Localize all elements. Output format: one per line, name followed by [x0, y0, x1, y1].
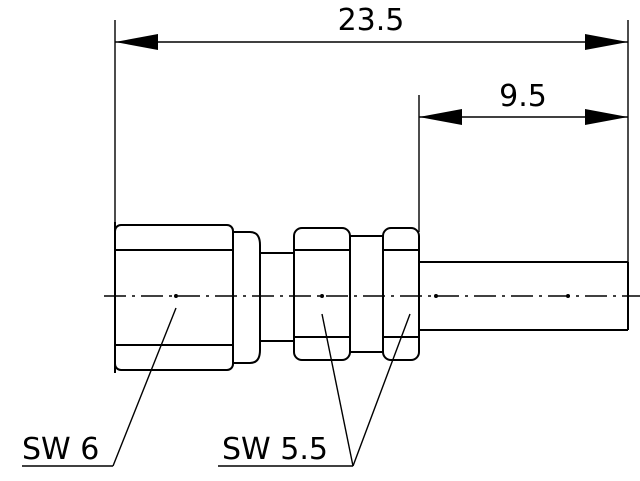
arrowhead-left — [115, 34, 158, 50]
arrowhead-body-right — [585, 109, 628, 125]
leader-sw55-a — [321, 313, 354, 467]
leader-sw55-b — [352, 313, 411, 467]
hex-nut-large — [114, 222, 234, 373]
label-sw6: SW 6 — [22, 432, 99, 467]
dimension-text-overall: 23.5 — [338, 3, 405, 38]
arrowhead-right — [585, 34, 628, 50]
neck — [259, 252, 297, 342]
leader-lines — [22, 307, 411, 467]
spacer — [349, 235, 385, 353]
hex-nut-right — [382, 227, 420, 361]
arrowhead-body-left — [419, 109, 462, 125]
dimension-body-length: 9.5 — [418, 79, 628, 232]
center-dots — [174, 294, 570, 298]
collar — [232, 231, 261, 364]
dimension-overall-length: 23.5 — [114, 3, 629, 330]
label-sw55: SW 5.5 — [222, 432, 328, 467]
leader-sw6 — [112, 307, 177, 467]
dimension-text-body: 9.5 — [499, 79, 547, 114]
